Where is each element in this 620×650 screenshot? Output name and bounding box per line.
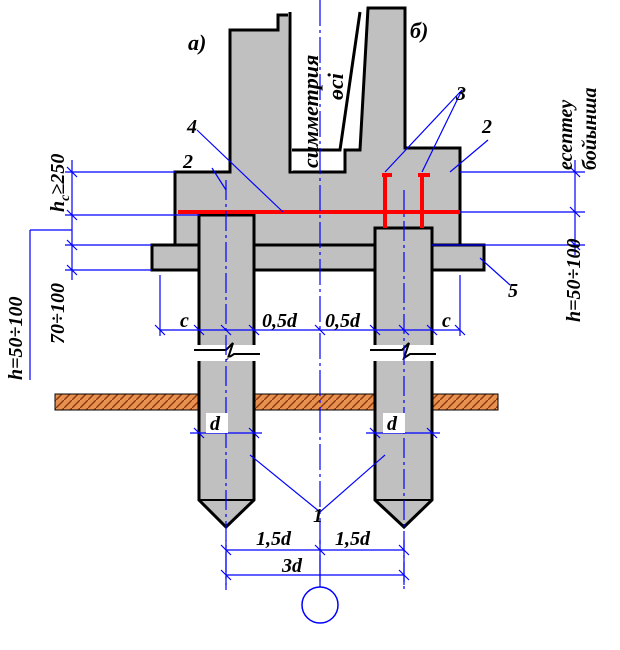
label-calc-2: бойынша: [579, 88, 601, 170]
label-part-b: б): [410, 18, 428, 43]
label-1-5d-left: 1,5d: [256, 528, 292, 550]
pile-cap-body: [173, 6, 462, 247]
reinforcement: [178, 173, 460, 228]
label-d-left: d: [210, 413, 221, 435]
label-calc-1: есептеу: [555, 100, 577, 170]
label-half-d-left: 0,5d: [262, 310, 298, 332]
label-half-d-right: 0,5d: [325, 310, 361, 332]
label-hc: hc≥250: [47, 154, 73, 212]
label-number-3: 3: [455, 83, 466, 105]
label-number-4: 4: [186, 116, 197, 138]
label-number-2-left: 2: [182, 151, 193, 173]
label-h-left: h=50÷100: [5, 297, 27, 381]
label-number-5: 5: [508, 280, 518, 302]
left-pile-break: [194, 342, 260, 361]
label-symmetry-1: симметрия: [298, 55, 323, 168]
label-d-right: d: [387, 413, 398, 435]
label-number-1: 1: [313, 505, 323, 527]
label-part-a: а): [188, 30, 206, 55]
label-symmetry-2: өсі: [323, 72, 348, 100]
recess-edge: [288, 11, 362, 172]
label-h-right: h=50÷100: [563, 239, 585, 323]
label-c-left: c: [180, 310, 189, 332]
right-pile-break: [370, 342, 436, 361]
label-70-100: 70÷100: [47, 283, 69, 344]
label-1-5d-right: 1,5d: [335, 528, 371, 550]
label-c-right: c: [442, 310, 451, 332]
svg-text:hc≥250: hc≥250: [47, 154, 73, 212]
label-3d: 3d: [281, 555, 303, 577]
axis-circle: [301, 586, 339, 624]
label-number-2-right: 2: [481, 116, 492, 138]
